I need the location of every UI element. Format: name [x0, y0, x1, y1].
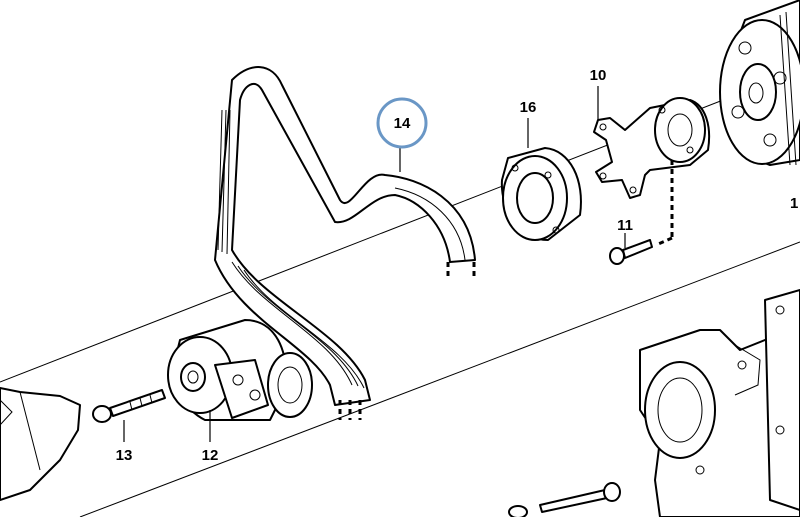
callout-12[interactable]: 12	[202, 447, 219, 464]
callout-11[interactable]: 11	[617, 217, 633, 234]
bottom-bolts	[508, 482, 621, 517]
leader-lines	[123, 86, 626, 442]
callout-1[interactable]: 1	[790, 195, 798, 212]
drive-belt	[214, 66, 476, 420]
callout-10[interactable]: 10	[590, 67, 607, 84]
tensioner-bolt	[92, 389, 166, 423]
belt-tensioner	[167, 319, 313, 421]
callout-13[interactable]: 13	[116, 447, 133, 464]
callout-14-highlight-ring	[376, 97, 428, 149]
flange-bolt	[609, 160, 674, 265]
crankshaft-pulley	[719, 0, 800, 166]
callout-14[interactable]: 14	[394, 115, 411, 132]
callout-16[interactable]: 16	[520, 99, 537, 116]
housing-left-part	[0, 387, 81, 501]
spacer-ring	[500, 147, 582, 241]
engine-cover	[639, 289, 800, 517]
hub-flange	[593, 97, 710, 199]
